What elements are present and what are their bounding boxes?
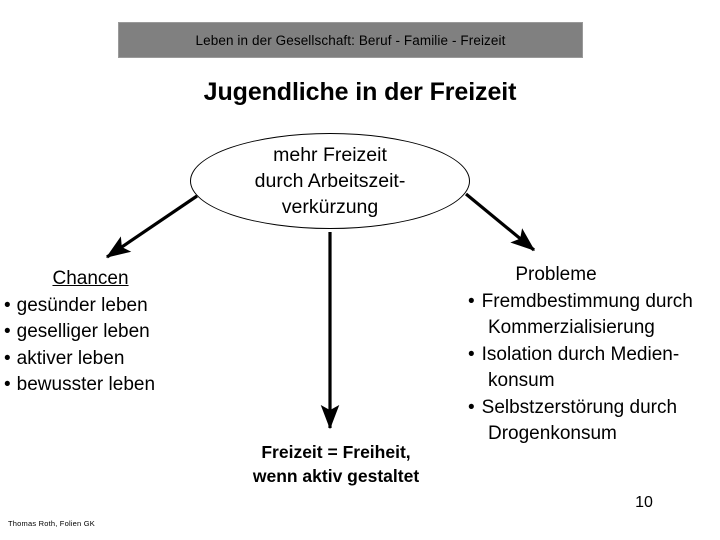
- page-title: Jugendliche in der Freizeit: [203, 78, 517, 106]
- header-banner-label: Leben in der Gesellschaft: Beruf - Famil…: [195, 32, 506, 48]
- chancen-block: Chancen •gesünder leben •geselliger lebe…: [4, 266, 214, 399]
- central-ellipse-text: mehr Freizeit durch Arbeitszeit- verkürz…: [190, 142, 470, 220]
- list-item-label: aktiver leben: [16, 347, 125, 369]
- conclusion-line-2: wenn aktiv gestaltet: [252, 466, 420, 486]
- list-item: •gesünder leben: [4, 293, 214, 320]
- footer-credit: Thomas Roth, Folien GK: [8, 519, 95, 528]
- central-ellipse-line-3: verkürzung: [281, 196, 379, 218]
- page-number: 10: [635, 494, 653, 511]
- arrow-to-chancen: [105, 194, 198, 259]
- list-item-label-cont: Kommerzialisierung: [488, 317, 655, 338]
- central-ellipse-shape: [190, 133, 470, 229]
- bullet-icon: •: [468, 343, 475, 365]
- list-item-label-cont: konsum: [488, 370, 555, 391]
- list-item: •geselliger leben: [4, 319, 214, 346]
- list-item-label: Isolation durch Medien-: [481, 343, 680, 365]
- probleme-heading: Probleme: [476, 262, 636, 289]
- probleme-heading-label: Probleme: [515, 264, 597, 285]
- list-item-label-cont: Drogenkonsum: [488, 423, 617, 444]
- list-item-label: gesünder leben: [16, 294, 148, 316]
- bullet-icon: •: [468, 396, 475, 418]
- list-item-label: Selbstzerstörung durch: [481, 396, 678, 418]
- list-item-label: geselliger leben: [16, 321, 150, 342]
- chancen-heading-label: Chancen: [52, 268, 129, 289]
- bullet-icon: •: [468, 290, 475, 312]
- conclusion-line-1: Freizeit = Freiheit,: [261, 442, 411, 462]
- chancen-list: •gesünder leben •geselliger leben •aktiv…: [4, 293, 214, 399]
- bullet-icon: •: [4, 347, 11, 369]
- central-ellipse-line-1: mehr Freizeit: [273, 144, 387, 166]
- bullet-icon: •: [4, 294, 11, 316]
- list-item: •aktiver leben: [4, 346, 214, 373]
- chancen-heading: Chancen: [4, 266, 177, 293]
- list-item-label: bewusster leben: [16, 374, 156, 395]
- bullet-icon: •: [4, 374, 11, 395]
- list-item-label: Fremdbestimmung durch: [481, 290, 693, 312]
- list-item: •bewusster leben: [4, 372, 214, 399]
- bullet-icon: •: [4, 321, 11, 342]
- header-banner: Leben in der Gesellschaft: Beruf - Famil…: [118, 22, 583, 58]
- conclusion-block: Freizeit = Freiheit, wenn aktiv gestalte…: [200, 440, 472, 488]
- list-item: • Isolation durch Medien-konsum: [468, 342, 720, 395]
- central-ellipse-line-2: durch Arbeitszeit-: [254, 170, 406, 192]
- arrow-to-probleme: [464, 192, 536, 252]
